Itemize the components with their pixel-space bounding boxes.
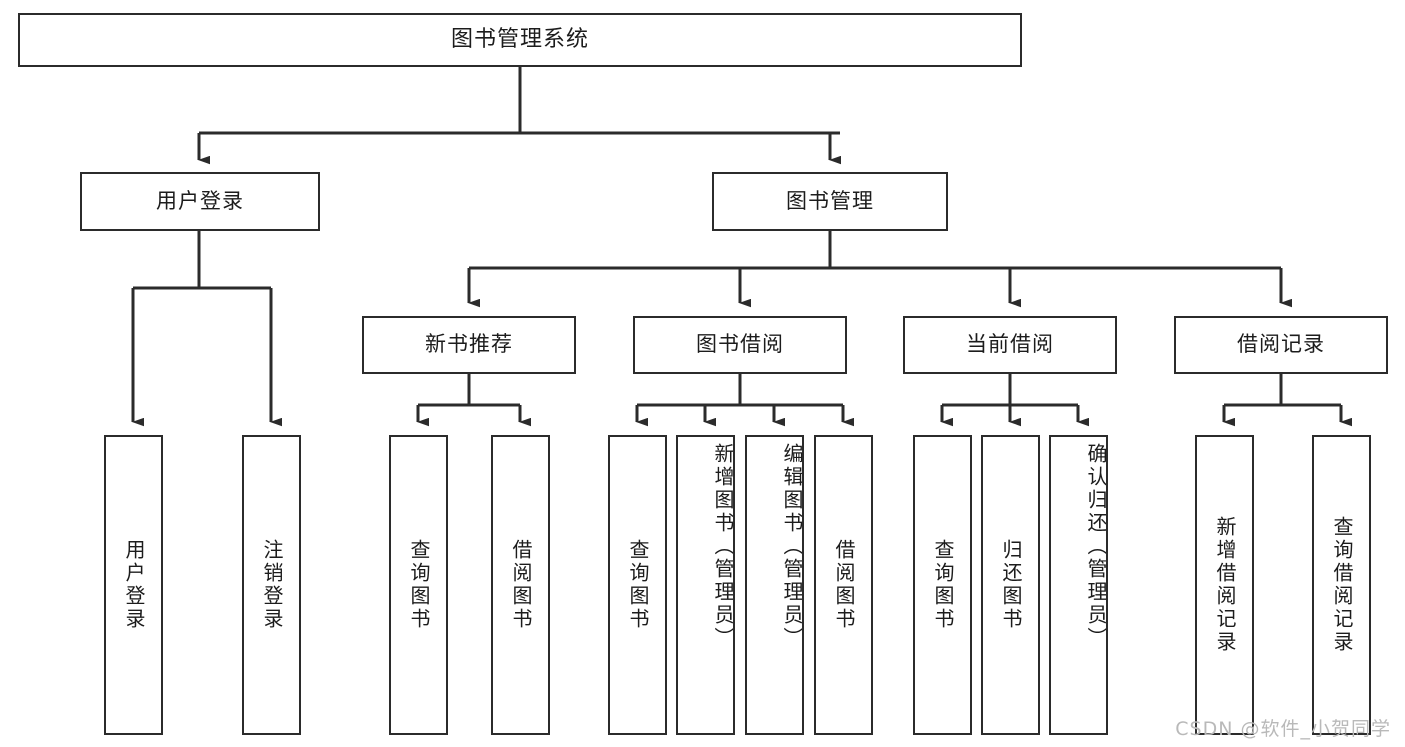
- node-current-borrow[interactable]: 当前借阅: [903, 316, 1117, 374]
- leaf-book-borrow-query-book[interactable]: 查询图书: [608, 435, 667, 735]
- leaf-book-borrow-borrow-book[interactable]: 借阅图书: [814, 435, 873, 735]
- leaf-current-borrow-return-book[interactable]: 归还图书: [981, 435, 1040, 735]
- leaf-new-book-borrow-book[interactable]: 借阅图书: [491, 435, 550, 735]
- leaf-new-book-query-book[interactable]: 查询图书: [389, 435, 448, 735]
- node-user-login[interactable]: 用户登录: [80, 172, 320, 231]
- node-root-book-management-system[interactable]: 图书管理系统: [18, 13, 1022, 67]
- leaf-current-borrow-query-book[interactable]: 查询图书: [913, 435, 972, 735]
- leaf-user-login-logout[interactable]: 注销登录: [242, 435, 301, 735]
- node-new-book-recommend[interactable]: 新书推荐: [362, 316, 576, 374]
- leaf-current-borrow-confirm-return-admin[interactable]: 确认归还（管理员）: [1049, 435, 1108, 735]
- node-borrow-record[interactable]: 借阅记录: [1174, 316, 1388, 374]
- node-book-borrow[interactable]: 图书借阅: [633, 316, 847, 374]
- leaf-book-borrow-edit-book-admin[interactable]: 编辑图书（管理员）: [745, 435, 804, 735]
- leaf-book-borrow-add-book-admin[interactable]: 新增图书（管理员）: [676, 435, 735, 735]
- csdn-watermark: CSDN @软件_小贺同学: [1175, 718, 1391, 740]
- leaf-user-login-signin[interactable]: 用户登录: [104, 435, 163, 735]
- node-book-management[interactable]: 图书管理: [712, 172, 948, 231]
- leaf-borrow-record-add-record[interactable]: 新增借阅记录: [1195, 435, 1254, 735]
- leaf-borrow-record-query-record[interactable]: 查询借阅记录: [1312, 435, 1371, 735]
